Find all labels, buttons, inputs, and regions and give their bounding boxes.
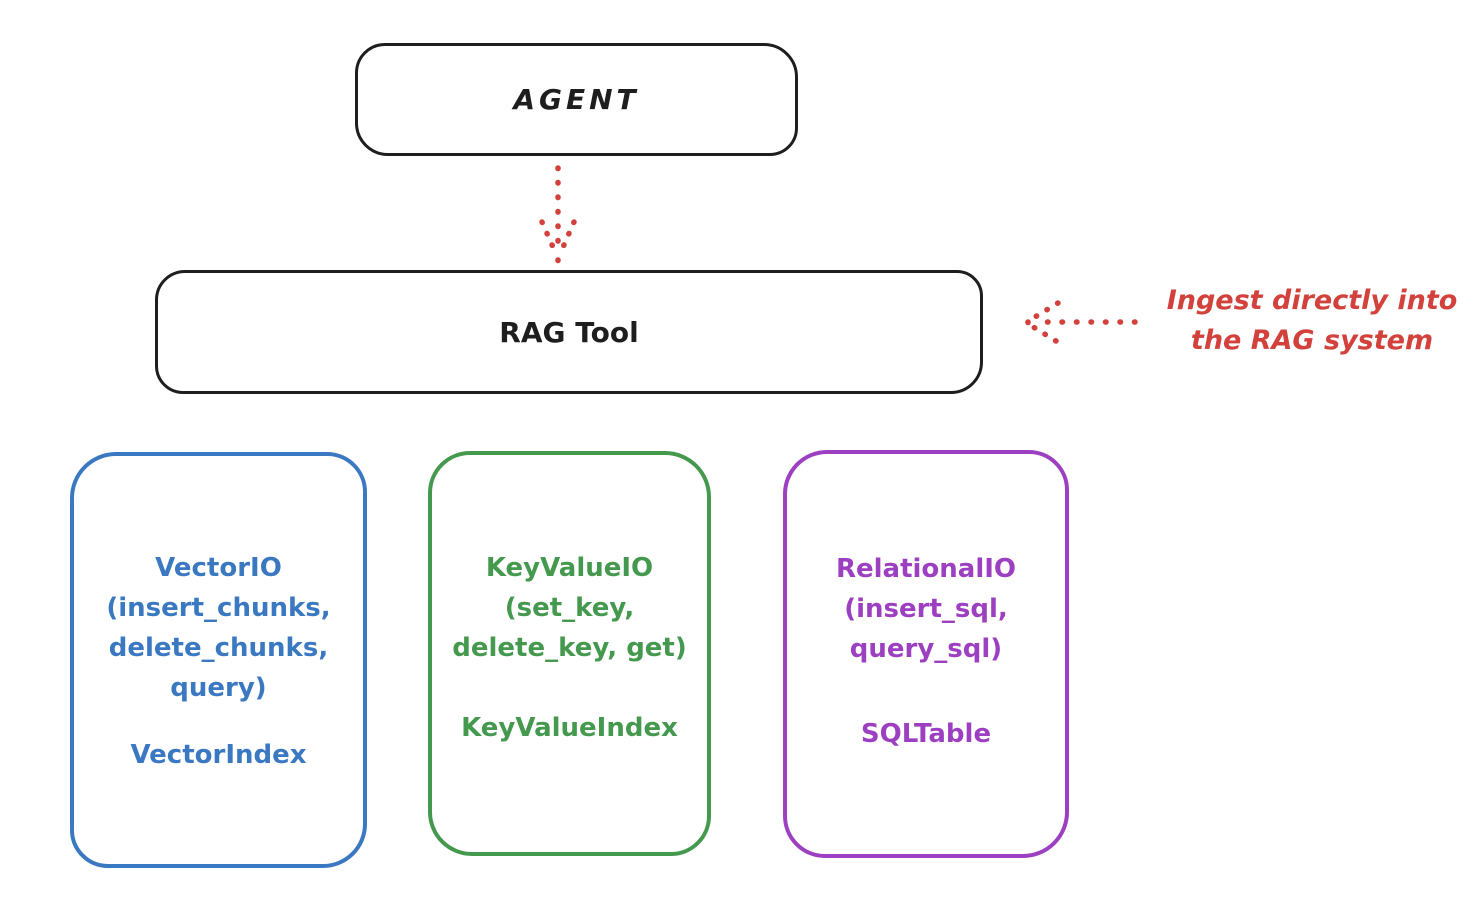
backend-node-vector-io: VectorIO (insert_chunks, delete_chunks, … <box>70 452 367 868</box>
vector-io-line: delete_chunks, <box>108 633 329 663</box>
ingest-annotation-line2: the RAG system <box>1190 325 1434 356</box>
relational-io-line: query_sql) <box>849 634 1003 664</box>
ingest-annotation-line1: Ingest directly into <box>1166 285 1458 316</box>
agent-label: AGENT <box>513 83 640 116</box>
vector-io-line: VectorIO <box>155 553 282 583</box>
vector-io-line: query) <box>170 673 267 703</box>
agent-node: AGENT <box>355 43 798 156</box>
ingest-annotation: Ingest directly into the RAG system <box>1140 281 1484 361</box>
relational-io-line: (insert_sql, <box>844 594 1008 624</box>
keyvalue-io-line: (set_key, <box>504 593 635 623</box>
rag-tool-node: RAG Tool <box>155 270 983 394</box>
vector-io-line: (insert_chunks, <box>106 593 331 623</box>
backend-node-keyvalue-io: KeyValueIO (set_key, delete_key, get) Ke… <box>428 451 711 856</box>
rag-tool-label: RAG Tool <box>499 315 639 349</box>
agent-to-ragtool-dotted-arrow-icon <box>539 165 577 264</box>
keyvalue-io-line: KeyValueIO <box>485 553 654 583</box>
vector-index-label: VectorIndex <box>130 740 307 770</box>
backend-node-relational-io: RelationalIO (insert_sql, query_sql) SQL… <box>783 450 1069 858</box>
keyvalue-index-label: KeyValueIndex <box>461 713 678 743</box>
annotation-to-ragtool-dotted-arrow-icon <box>1025 300 1138 344</box>
keyvalue-io-line: delete_key, get) <box>452 633 687 663</box>
relational-io-line: RelationalIO <box>835 554 1017 584</box>
sql-table-label: SQLTable <box>860 719 992 749</box>
